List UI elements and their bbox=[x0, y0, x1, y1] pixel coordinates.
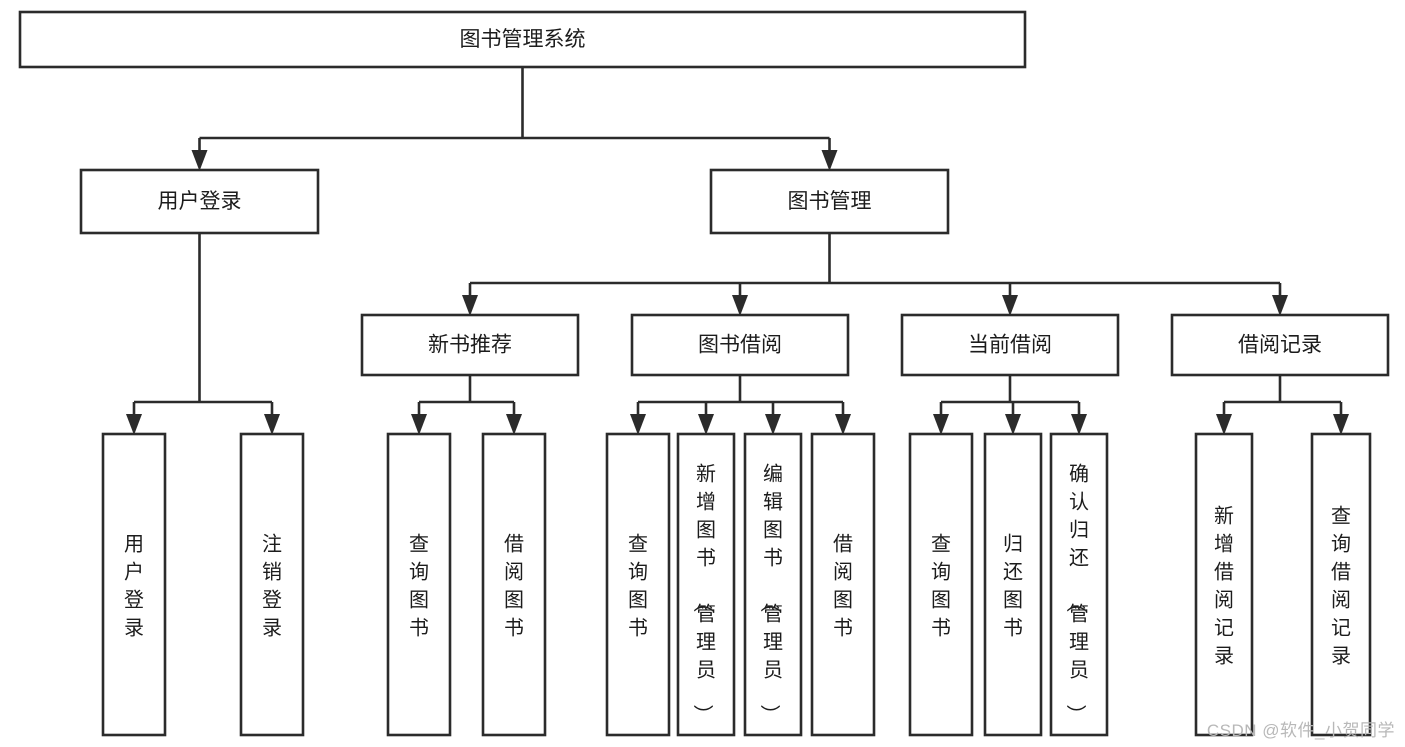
node-borrow-records[interactable]: 借阅记录 bbox=[1170, 313, 1390, 377]
node-label-root: 图书管理系统 bbox=[460, 28, 586, 51]
arrowhead-leaf-query-book-2 bbox=[630, 414, 646, 435]
arrowhead-leaf-query-record bbox=[1333, 414, 1349, 435]
node-label-new-book-recommend: 新书推荐 bbox=[428, 334, 512, 357]
node-box-leaf-user-login bbox=[101, 432, 167, 737]
node-label-current-borrow: 当前借阅 bbox=[968, 334, 1052, 357]
node-box-leaf-borrow-book-2 bbox=[810, 432, 876, 737]
node-box-leaf-add-book bbox=[676, 432, 736, 737]
node-current-borrow[interactable]: 当前借阅 bbox=[900, 313, 1120, 377]
node-box-leaf-edit-book bbox=[743, 432, 803, 737]
node-leaf-logout[interactable]: 注销登录 bbox=[239, 432, 305, 737]
node-box-leaf-add-record bbox=[1194, 432, 1254, 737]
node-book-borrow[interactable]: 图书借阅 bbox=[630, 313, 850, 377]
node-box-current-borrow bbox=[900, 313, 1120, 377]
node-book-management[interactable]: 图书管理 bbox=[709, 168, 950, 235]
node-box-new-book-recommend bbox=[360, 313, 580, 377]
arrowhead-leaf-logout bbox=[264, 414, 280, 435]
node-new-book-recommend[interactable]: 新书推荐 bbox=[360, 313, 580, 377]
arrowhead-leaf-edit-book bbox=[765, 414, 781, 435]
node-label-user-login: 用户登录 bbox=[158, 190, 242, 213]
edges-layer bbox=[126, 67, 1349, 435]
node-label-leaf-query-book-3: 查询图书 bbox=[931, 532, 951, 639]
arrowhead-current-borrow bbox=[1002, 295, 1018, 316]
arrowhead-book-management bbox=[821, 150, 838, 171]
node-label-leaf-query-book-2: 查询图书 bbox=[628, 532, 648, 639]
arrowhead-new-book-recommend bbox=[462, 295, 478, 316]
arrowhead-leaf-user-login bbox=[126, 414, 142, 435]
arrowhead-leaf-borrow-book-1 bbox=[506, 414, 522, 435]
node-leaf-edit-book[interactable]: 编辑图书（管理员） bbox=[743, 432, 803, 737]
node-root[interactable]: 图书管理系统 bbox=[18, 10, 1027, 69]
node-box-borrow-records bbox=[1170, 313, 1390, 377]
arrowhead-borrow-records bbox=[1272, 295, 1288, 316]
node-label-leaf-user-login: 用户登录 bbox=[124, 533, 144, 639]
node-box-leaf-query-book-2 bbox=[605, 432, 671, 737]
nodes-layer: 图书管理系统用户登录图书管理新书推荐图书借阅当前借阅借阅记录用户登录注销登录查询… bbox=[18, 10, 1390, 737]
arrowhead-leaf-borrow-book-2 bbox=[835, 414, 851, 435]
arrowhead-leaf-return-book bbox=[1005, 414, 1021, 435]
node-leaf-query-book-3[interactable]: 查询图书 bbox=[908, 432, 974, 737]
node-box-leaf-query-book-3 bbox=[908, 432, 974, 737]
node-box-leaf-query-book-1 bbox=[386, 432, 452, 737]
arrowhead-leaf-add-record bbox=[1216, 414, 1232, 435]
node-label-leaf-add-book: 新增图书（管理员） bbox=[691, 462, 716, 724]
arrowhead-leaf-query-book-3 bbox=[933, 414, 949, 435]
node-label-borrow-records: 借阅记录 bbox=[1238, 334, 1322, 357]
node-box-leaf-return-book bbox=[983, 432, 1043, 737]
node-user-login[interactable]: 用户登录 bbox=[79, 168, 320, 235]
node-leaf-query-book-1[interactable]: 查询图书 bbox=[386, 432, 452, 737]
node-box-book-borrow bbox=[630, 313, 850, 377]
arrowhead-user-login bbox=[191, 150, 208, 171]
node-leaf-add-record[interactable]: 新增借阅记录 bbox=[1194, 432, 1254, 737]
node-label-leaf-borrow-book-1: 借阅图书 bbox=[504, 532, 524, 639]
node-leaf-confirm-return[interactable]: 确认归还（管理员） bbox=[1049, 432, 1109, 737]
arrowhead-leaf-confirm-return bbox=[1071, 414, 1087, 435]
node-box-leaf-borrow-book-1 bbox=[481, 432, 547, 737]
node-label-leaf-edit-book: 编辑图书（管理员） bbox=[758, 462, 783, 724]
node-label-leaf-add-record: 新增借阅记录 bbox=[1214, 504, 1234, 667]
node-box-book-management bbox=[709, 168, 950, 235]
node-label-leaf-confirm-return: 确认归还（管理员） bbox=[1064, 462, 1089, 724]
node-label-leaf-query-book-1: 查询图书 bbox=[409, 532, 429, 639]
node-box-leaf-query-record bbox=[1310, 432, 1372, 737]
node-label-leaf-borrow-book-2: 借阅图书 bbox=[833, 532, 853, 639]
node-label-leaf-return-book: 归还图书 bbox=[1003, 532, 1023, 639]
node-leaf-return-book[interactable]: 归还图书 bbox=[983, 432, 1043, 737]
node-leaf-add-book[interactable]: 新增图书（管理员） bbox=[676, 432, 736, 737]
node-leaf-borrow-book-2[interactable]: 借阅图书 bbox=[810, 432, 876, 737]
node-leaf-query-record[interactable]: 查询借阅记录 bbox=[1310, 432, 1372, 737]
arrowhead-leaf-add-book bbox=[698, 414, 714, 435]
node-leaf-borrow-book-1[interactable]: 借阅图书 bbox=[481, 432, 547, 737]
node-box-leaf-confirm-return bbox=[1049, 432, 1109, 737]
node-label-book-borrow: 图书借阅 bbox=[698, 334, 782, 357]
node-box-leaf-logout bbox=[239, 432, 305, 737]
node-label-leaf-logout: 注销登录 bbox=[262, 532, 282, 639]
node-label-book-management: 图书管理 bbox=[788, 190, 872, 213]
node-label-leaf-query-record: 查询借阅记录 bbox=[1331, 504, 1351, 667]
arrowhead-leaf-query-book-1 bbox=[411, 414, 427, 435]
node-leaf-query-book-2[interactable]: 查询图书 bbox=[605, 432, 671, 737]
arrowhead-book-borrow bbox=[732, 295, 748, 316]
node-box-root bbox=[18, 10, 1027, 69]
node-box-user-login bbox=[79, 168, 320, 235]
node-leaf-user-login[interactable]: 用户登录 bbox=[101, 432, 167, 737]
